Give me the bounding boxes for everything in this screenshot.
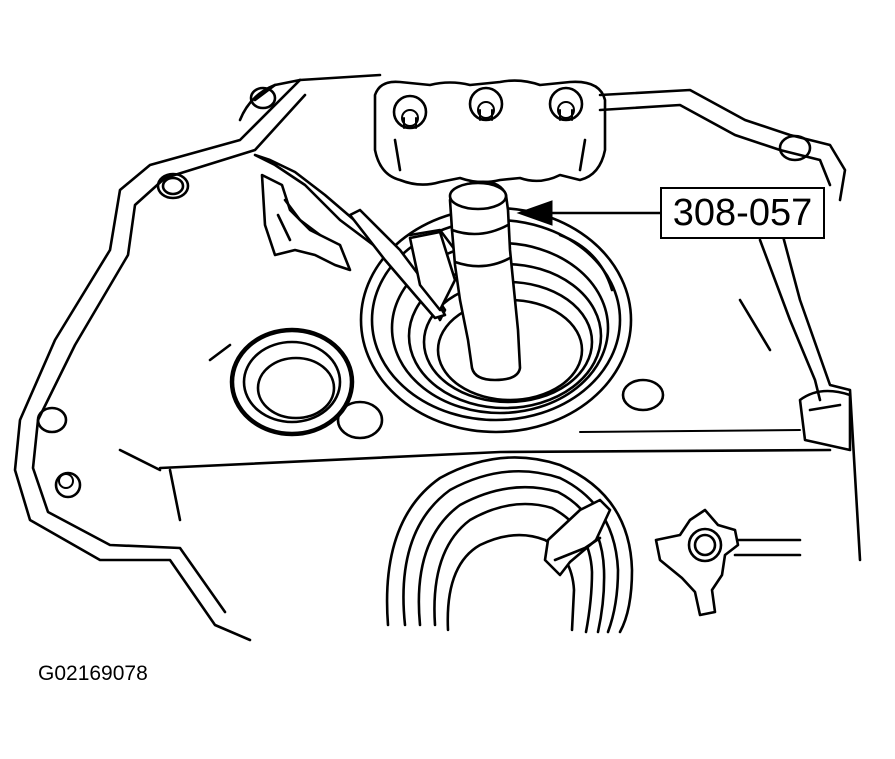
tool-number-label: 308-057: [660, 187, 825, 239]
top-boss: [373, 79, 607, 186]
shift-fork: [253, 153, 457, 322]
left-port: [229, 327, 355, 437]
callout-arrow: [516, 200, 662, 226]
case-outline: [13, 73, 862, 642]
figure-id: G02169078: [38, 662, 148, 685]
lower-bore: [385, 456, 634, 634]
detent-stud: [654, 508, 802, 617]
special-tool-308-057: [448, 180, 522, 382]
bolt-holes: [36, 86, 812, 499]
